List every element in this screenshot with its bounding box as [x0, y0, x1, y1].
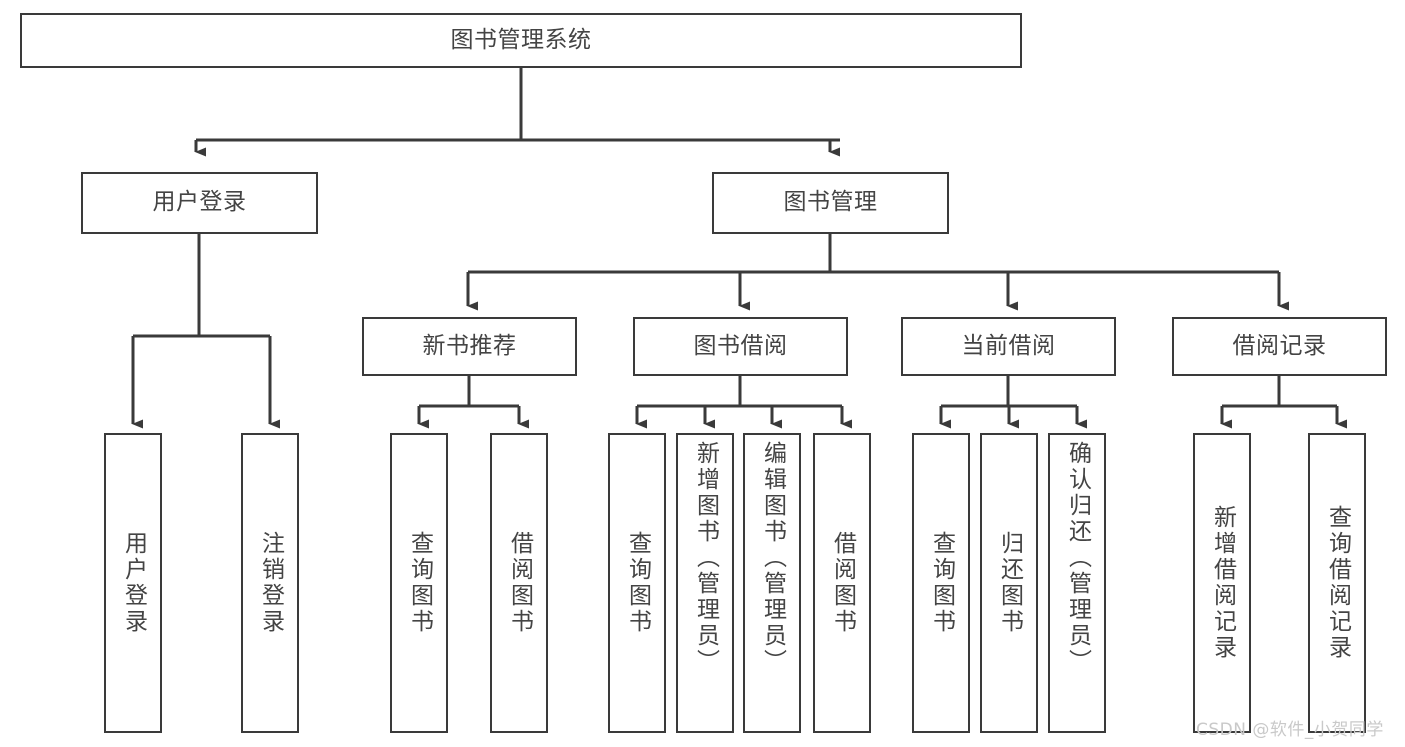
node-book-borrow[interactable]: 图书借阅 — [633, 317, 848, 376]
node-current-borrow-label: 当前借阅 — [961, 332, 1056, 359]
node-new-book-recommend[interactable]: 新书推荐 — [362, 317, 577, 376]
node-leaf-confirm-return-label: 确认归还（管理员） — [1064, 441, 1091, 675]
node-leaf-confirm-return[interactable]: 确认归还（管理员） — [1048, 433, 1106, 733]
node-borrow-records[interactable]: 借阅记录 — [1172, 317, 1387, 376]
node-leaf-edit-book-label: 编辑图书（管理员） — [759, 441, 786, 675]
node-leaf-search-book-new-label: 查询图书 — [406, 531, 433, 635]
node-leaf-search-book-borrow-label: 查询图书 — [624, 531, 651, 635]
node-leaf-search-book-borrow[interactable]: 查询图书 — [608, 433, 666, 733]
node-leaf-add-book[interactable]: 新增图书（管理员） — [676, 433, 734, 733]
node-leaf-borrow-book-new-label: 借阅图书 — [506, 531, 533, 635]
node-leaf-logout-label: 注销登录 — [257, 531, 284, 635]
node-leaf-logout[interactable]: 注销登录 — [241, 433, 299, 733]
node-leaf-borrow-book[interactable]: 借阅图书 — [813, 433, 871, 733]
node-leaf-return-book-label: 归还图书 — [996, 531, 1023, 635]
node-leaf-search-book-current[interactable]: 查询图书 — [912, 433, 970, 733]
node-leaf-user-login[interactable]: 用户登录 — [104, 433, 162, 733]
node-new-book-recommend-label: 新书推荐 — [422, 332, 517, 359]
node-leaf-add-borrow-record-label: 新增借阅记录 — [1209, 505, 1236, 661]
node-leaf-search-book-new[interactable]: 查询图书 — [390, 433, 448, 733]
node-leaf-user-login-label: 用户登录 — [120, 531, 147, 635]
node-leaf-borrow-book-new[interactable]: 借阅图书 — [490, 433, 548, 733]
node-user-login-label: 用户登录 — [152, 189, 247, 216]
node-leaf-add-borrow-record[interactable]: 新增借阅记录 — [1193, 433, 1251, 733]
node-book-management[interactable]: 图书管理 — [712, 172, 949, 234]
node-leaf-borrow-book-label: 借阅图书 — [829, 531, 856, 635]
node-root[interactable]: 图书管理系统 — [20, 13, 1022, 68]
node-leaf-search-borrow-record[interactable]: 查询借阅记录 — [1308, 433, 1366, 733]
node-current-borrow[interactable]: 当前借阅 — [901, 317, 1116, 376]
node-leaf-add-book-label: 新增图书（管理员） — [692, 441, 719, 675]
node-book-borrow-label: 图书借阅 — [693, 332, 788, 359]
node-user-login[interactable]: 用户登录 — [81, 172, 318, 234]
node-root-label: 图书管理系统 — [450, 26, 592, 53]
node-book-management-label: 图书管理 — [783, 189, 878, 216]
node-leaf-search-borrow-record-label: 查询借阅记录 — [1324, 505, 1351, 661]
node-borrow-records-label: 借阅记录 — [1232, 332, 1327, 359]
node-leaf-edit-book[interactable]: 编辑图书（管理员） — [743, 433, 801, 733]
node-leaf-search-book-current-label: 查询图书 — [928, 531, 955, 635]
node-leaf-return-book[interactable]: 归还图书 — [980, 433, 1038, 733]
